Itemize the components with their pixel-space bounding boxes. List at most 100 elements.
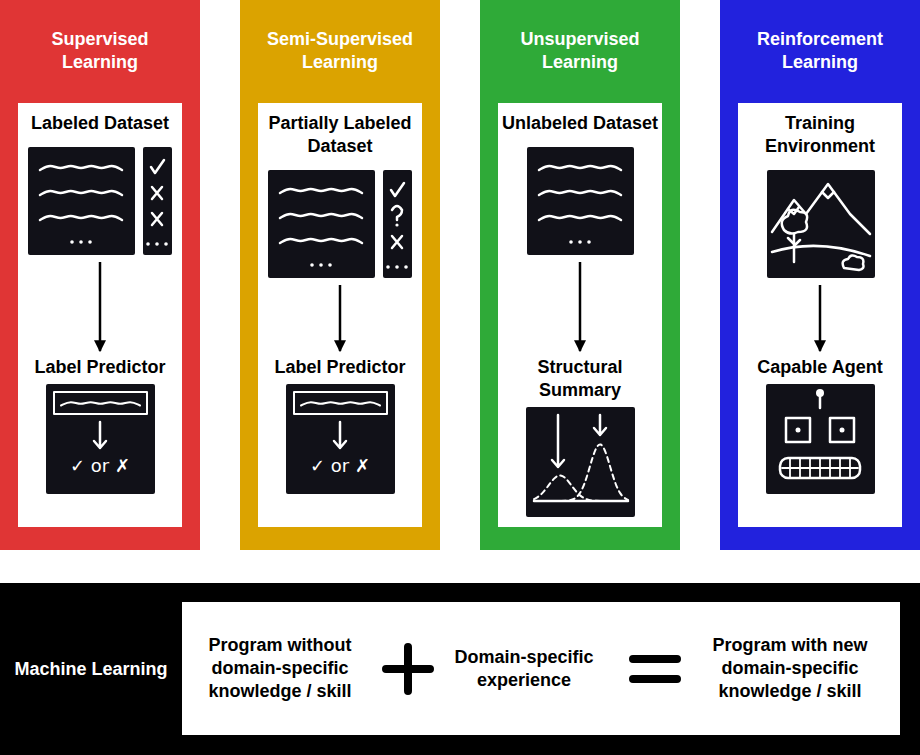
image-panel [28,147,135,255]
band-heading: Machine Learning [0,658,182,681]
category-column: Supervised LearningLabeled DatasetLabel … [0,0,200,550]
input-panel: Labeled Dataset [18,112,182,257]
ellipsis-dot [328,263,332,267]
question-dot [395,223,398,226]
plus-sign [382,643,434,695]
image-panel [143,147,172,255]
image-panel [527,147,634,255]
text-line-squiggle [61,402,140,405]
category-column: Unsupervised LearningUnlabeled DatasetSt… [480,0,680,550]
column-heading: Unsupervised Learning [498,28,662,74]
flow-arrow [99,262,102,351]
illustration [738,170,902,280]
check-mark [391,183,404,196]
robot-mouth [780,458,860,478]
image-panel [383,170,412,278]
illustration [498,147,662,257]
ellipsis-dot [70,240,74,244]
tooth-line [809,459,811,477]
output-panel: Label Predictor ✓ or ✗ [18,356,182,494]
illustration-drawing [738,170,902,280]
output-panel: Structural Summary [498,356,662,517]
tooth-line [849,459,851,477]
robot-eye [786,418,810,442]
image-panel [766,384,875,494]
down-arrow [552,415,564,467]
ground-line [772,246,870,256]
illustration-drawing [498,147,662,257]
ellipsis-dot [587,240,591,244]
tooth-line [789,459,791,477]
text-line-squiggle [539,166,621,170]
tooth-line [819,459,821,477]
image-panel [268,170,375,278]
panel-heading: Label Predictor [18,356,182,379]
column-fill [240,0,440,550]
panel-heading: Labeled Dataset [18,112,182,135]
input-panel: Training Environment [738,112,902,280]
panel-heading: Unlabeled Dataset [498,112,662,135]
ellipsis-dot [578,240,582,244]
illustration [18,147,182,257]
panel-heading: Structural Summary [498,356,662,402]
cross-mark [392,236,402,248]
box-fill [182,602,900,735]
ellipsis-dot [310,263,314,267]
ellipsis-dot [386,265,390,269]
prediction-label: ✓ or ✗ [258,384,422,477]
ellipsis-dot [146,242,150,246]
white-panel [258,103,422,527]
text-line-squiggle [539,216,621,220]
ellipsis-dot [395,265,399,269]
panel-heading: Partially Labeled Dataset [258,112,422,158]
illustration [738,384,902,494]
image-panel [286,384,395,494]
cross-mark [152,187,162,199]
down-arrow [334,422,346,448]
equation-term: Program without domain-specific knowledg… [190,634,370,703]
flow-arrow [819,285,822,351]
input-box [294,392,387,414]
panel-heading: Capable Agent [738,356,902,379]
illustration: ✓ or ✗ [258,384,422,494]
image-panel [767,170,875,278]
equals-sign [628,649,682,689]
illustration-drawing [258,384,422,494]
white-panel [738,103,902,527]
ellipsis-dot [155,242,159,246]
output-panel: Capable Agent [738,356,902,494]
tree-trunk [788,234,800,262]
equation-term: Domain-specific experience [444,646,604,692]
text-line-squiggle [280,239,362,243]
check-mark [151,160,164,173]
robot-pupil [840,428,845,433]
input-panel: Unlabeled Dataset [498,112,662,257]
question-mark [392,206,402,220]
illustration [258,170,422,280]
illustration-drawing [738,384,902,494]
tooth-line [839,459,841,477]
ellipsis-dot [319,263,323,267]
down-arrow [94,422,106,448]
panel-heading: Training Environment [738,112,902,158]
ellipsis-dot [164,242,168,246]
text-line-squiggle [40,216,122,220]
down-arrow [594,415,606,435]
column-heading: Supervised Learning [18,28,182,74]
text-line-squiggle [280,189,362,193]
equation-box: Program without domain-specific knowledg… [182,602,900,735]
column-fill [720,0,920,550]
robot-pupil [796,428,801,433]
ellipsis-dot [404,265,408,269]
tree-crown [782,210,807,234]
text-line-squiggle [40,191,122,195]
illustration: ✓ or ✗ [18,384,182,494]
input-box [54,392,147,414]
cross-mark [152,213,162,225]
text-line-squiggle [280,214,362,218]
equation-term: Program with new domain-specific knowled… [692,634,888,703]
robot-eye [830,418,854,442]
column-heading: Reinforcement Learning [738,28,902,74]
image-panel [46,384,155,494]
